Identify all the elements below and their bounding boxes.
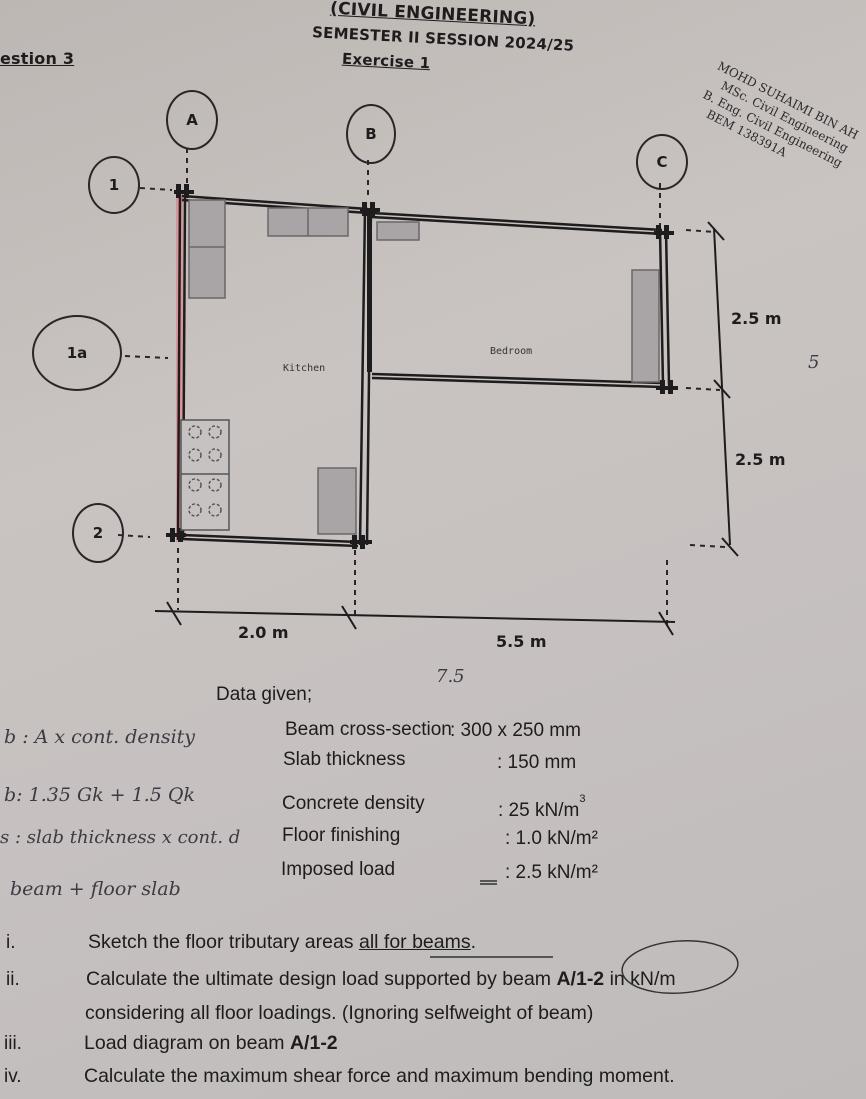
question-i: Sketch the floor tributary areas all for… <box>88 931 476 954</box>
grid-bubble-1a: 1a <box>32 315 122 391</box>
data-label-imposed-load: Imposed load <box>281 859 396 880</box>
beam-ref-a-1-2-iii: A/1-2 <box>289 1032 338 1054</box>
question-ii-unit: in kN/m <box>604 968 676 990</box>
dim-vertical-1: 2.5 m <box>731 309 782 328</box>
question-num-i: i. <box>6 932 16 953</box>
question-iii: Load diagram on beam A/1-2 <box>84 1032 338 1055</box>
hand-note-load-formula: b: 1.35 Gk + 1.5 Qk <box>4 784 195 806</box>
room-label-bedroom: Bedroom <box>490 346 533 357</box>
question-label: estion 3 <box>0 49 75 68</box>
grid-bubble-c: C <box>636 134 688 190</box>
dim-horizontal-2: 5.5 m <box>496 632 547 651</box>
question-i-text: Sketch the floor tributary areas <box>88 931 359 953</box>
data-value-beam-section: : 300 x 250 mm <box>450 720 581 741</box>
question-num-iii: iii. <box>4 1033 22 1054</box>
dim-vertical-2: 2.5 m <box>735 450 786 469</box>
hand-width-total: 7.5 <box>436 666 465 687</box>
floor-plan <box>117 148 739 636</box>
question-iii-text: Load diagram on beam <box>84 1032 290 1054</box>
grid-bubble-1: 1 <box>88 156 140 214</box>
question-num-ii: ii. <box>6 969 20 990</box>
question-ii: Calculate the ultimate design load suppo… <box>86 968 676 991</box>
data-value-floor-finishing: : 1.0 kN/m² <box>505 828 598 849</box>
data-value-imposed-load: : 2.5 kN/m² <box>505 862 598 883</box>
data-label-concrete-density: Concrete density <box>282 793 425 814</box>
data-label-slab-thickness: Slab thickness <box>283 749 406 770</box>
data-label-beam-section: Beam cross-section <box>285 719 452 740</box>
question-ii-text: Calculate the ultimate design load suppo… <box>86 968 557 990</box>
concrete-density-value: : 25 kN/m <box>498 800 580 821</box>
room-label-kitchen: Kitchen <box>283 363 326 374</box>
dim-horizontal-1: 2.0 m <box>238 623 289 642</box>
beam-ref-a-1-2: A/1-2 <box>556 968 605 990</box>
question-num-iv: iv. <box>4 1066 22 1087</box>
stove <box>180 419 230 531</box>
concrete-density-exponent: 3 <box>579 793 586 805</box>
data-given-title: Data given; <box>216 684 313 705</box>
grid-bubble-2: 2 <box>72 503 124 563</box>
question-ii-continued: considering all floor loadings. (Ignorin… <box>85 1002 594 1024</box>
hand-height-total: 5 <box>808 352 820 373</box>
hand-note-beam-slab: beam + floor slab <box>10 878 181 900</box>
grid-bubble-b: B <box>346 104 396 164</box>
question-i-end: . <box>470 931 477 953</box>
data-value-slab-thickness: : 150 mm <box>497 752 577 773</box>
hand-note-slab-load: s : slab thickness x cont. d <box>0 827 241 848</box>
data-value-concrete-density: : 25 kN/m3 <box>498 793 585 822</box>
question-i-underlined: all for beams <box>358 931 471 953</box>
question-iv: Calculate the maximum shear force and ma… <box>84 1065 675 1087</box>
hand-note-beam-density: b : A x cont. density <box>4 726 196 748</box>
data-label-floor-finishing: Floor finishing <box>282 825 401 846</box>
grid-bubble-a: A <box>166 90 218 150</box>
